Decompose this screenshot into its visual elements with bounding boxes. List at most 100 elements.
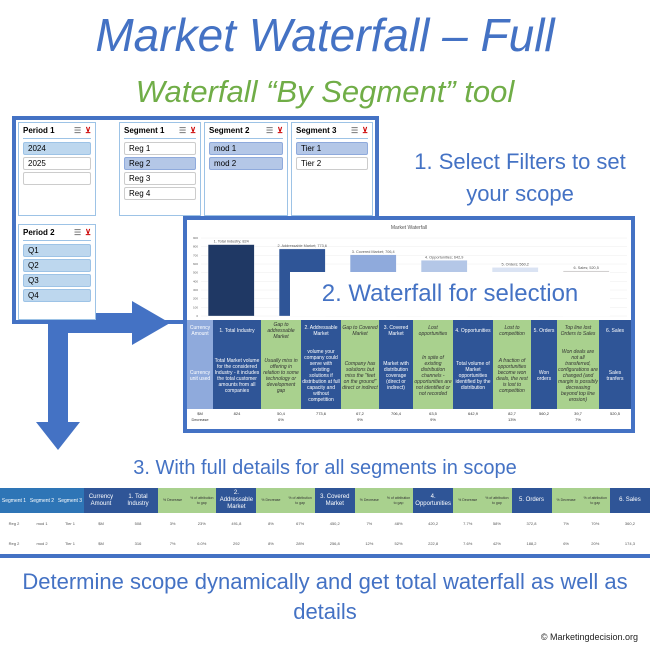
slicer-option[interactable]: mod 1 [209, 142, 283, 155]
column-header: % Decrease [551, 488, 581, 513]
slicer-option[interactable]: mod 2 [209, 157, 283, 170]
column-value: 520,5 [609, 411, 620, 416]
clear-filter-icon[interactable]: ⊻ [190, 126, 196, 135]
table-cell: 7% [169, 540, 176, 546]
column-description: Usually miss in offering in relation to … [261, 342, 301, 409]
multi-select-icon[interactable]: ☰ [350, 126, 359, 135]
summary-text: Determine scope dynamically and get tota… [22, 569, 628, 624]
table-cell: 6% [563, 540, 569, 546]
table-cell: 48% [394, 520, 403, 526]
table-cell: 7% [563, 520, 569, 526]
column-header[interactable]: Segment 2 [28, 488, 56, 513]
slicer-option[interactable]: 2025 [23, 157, 91, 170]
column-description: volume your company could serve with exi… [301, 342, 341, 409]
multi-select-icon[interactable]: ☰ [73, 126, 82, 135]
multi-select-icon[interactable]: ☰ [73, 228, 82, 237]
table-cell: 8% [268, 520, 274, 526]
column-description: Sales tranfers [599, 342, 631, 409]
step3-text: 3. With full details for all segments in… [133, 457, 517, 479]
slicer-option[interactable]: Q3 [23, 274, 91, 287]
data-label: 6. Sales; 520,5 [574, 266, 599, 270]
column-percent: 6% [278, 417, 284, 422]
copyright: © Marketingdecision.org [540, 632, 638, 642]
slicer-option[interactable]: Reg 4 [124, 187, 196, 200]
slicer-option[interactable]: Reg 1 [124, 142, 196, 155]
column-header: % of attribution to gap [482, 488, 512, 513]
multi-select-icon[interactable]: ☰ [178, 126, 187, 135]
column-header: Gap to Covered Market [341, 320, 379, 342]
slicer-header: Period 1☰⊻ [23, 126, 91, 139]
data-label: 3. Covered Market; 706,4 [352, 250, 395, 254]
table-cell: mod 2 [36, 540, 48, 546]
table-cell: 491,8 [231, 520, 242, 526]
waterfall-column: Lost opportunities In spite of existing … [413, 320, 453, 429]
slicer-title: Segment 1 [124, 126, 165, 135]
page-subtitle: Waterfall “By Segment” tool [135, 74, 515, 109]
waterfall-column: 2. Addressable Market volume your compan… [301, 320, 341, 429]
table-cell: 6.0% [197, 540, 207, 546]
clear-filter-icon[interactable]: ⊻ [85, 228, 91, 237]
clear-filter-icon[interactable]: ⊻ [85, 126, 91, 135]
clear-filter-icon[interactable]: ⊻ [362, 126, 368, 135]
table-cell: 20% [591, 540, 600, 546]
waterfall-column: 4. Opportunities Total volume of Market … [453, 320, 493, 429]
column-header: Currency Amount [84, 488, 118, 513]
y-tick-label: 400 [193, 279, 198, 283]
table-cell: 292 [233, 540, 240, 546]
column-value: 642,9 [467, 411, 478, 416]
slicer-option[interactable]: Tier 1 [296, 142, 368, 155]
slicer-segment1: Segment 1 ☰⊻ Reg 1 Reg 2 Reg 3 Reg 4 [119, 122, 201, 216]
table-cell: 8% [268, 540, 274, 546]
table-cell: 372,8 [526, 520, 537, 526]
table-cell: Tier 1 [64, 540, 76, 546]
table-cell: $M [98, 520, 104, 526]
column-value: 50,4 [277, 411, 285, 416]
waterfall-column: Lost to competition A fraction of opport… [493, 320, 531, 429]
multi-select-icon[interactable]: ☰ [265, 126, 274, 135]
table-cell: 23% [197, 520, 206, 526]
column-value: 63,5 [429, 411, 437, 416]
column-value: 39,7 [574, 411, 582, 416]
column-description: In spite of existing distribution channe… [413, 342, 453, 409]
table-cell: 42% [492, 540, 501, 546]
table-cell: 7.7% [463, 520, 473, 526]
column-value: 67,2 [356, 411, 364, 416]
column-header: 3. Covered Market [314, 488, 355, 513]
column-header[interactable]: Segment 1 [0, 488, 28, 513]
table-cell: Reg 2 [8, 520, 20, 526]
data-label: 2. Addressable Market; 773,6 [277, 244, 326, 248]
column-header: Currency Amount [187, 320, 213, 342]
table-cell: 67% [296, 520, 305, 526]
table-cell: 360,2 [624, 520, 635, 526]
slicer-option[interactable]: Reg 2 [124, 157, 196, 170]
clear-filter-icon[interactable]: ⊻ [277, 126, 283, 135]
column-percent: 7% [575, 417, 581, 422]
data-label: 5. Orders; 560,2 [501, 262, 528, 266]
y-tick-label: 900 [193, 236, 198, 240]
column-header: % of attribution to gap [285, 488, 315, 513]
column-header[interactable]: Segment 3 [56, 488, 84, 513]
slicer-option[interactable]: Reg 3 [124, 172, 196, 185]
slicer-option[interactable]: Q2 [23, 259, 91, 272]
table-cell: 222,8 [428, 540, 439, 546]
slicer-option[interactable] [23, 172, 91, 185]
column-value: 824 [233, 411, 241, 416]
table-cell: 58% [492, 520, 501, 526]
y-tick-label: 300 [193, 288, 198, 292]
slicer-option[interactable]: Q1 [23, 244, 91, 257]
column-header: % of attribution to gap [383, 488, 414, 513]
slicer-option[interactable]: Tier 2 [296, 157, 368, 170]
slicer-option[interactable]: Q4 [23, 289, 91, 302]
arrow-right-icon [60, 301, 170, 345]
column-value: 773,6 [315, 411, 326, 416]
step1-text: 1. Select Filters to set your scope [414, 149, 626, 206]
slicer-option[interactable]: 2024 [23, 142, 91, 155]
y-tick-label: 200 [193, 297, 198, 301]
table-cell: 7% [366, 520, 373, 526]
waterfall-column: Gap to addressable Market Usually miss i… [261, 320, 301, 429]
